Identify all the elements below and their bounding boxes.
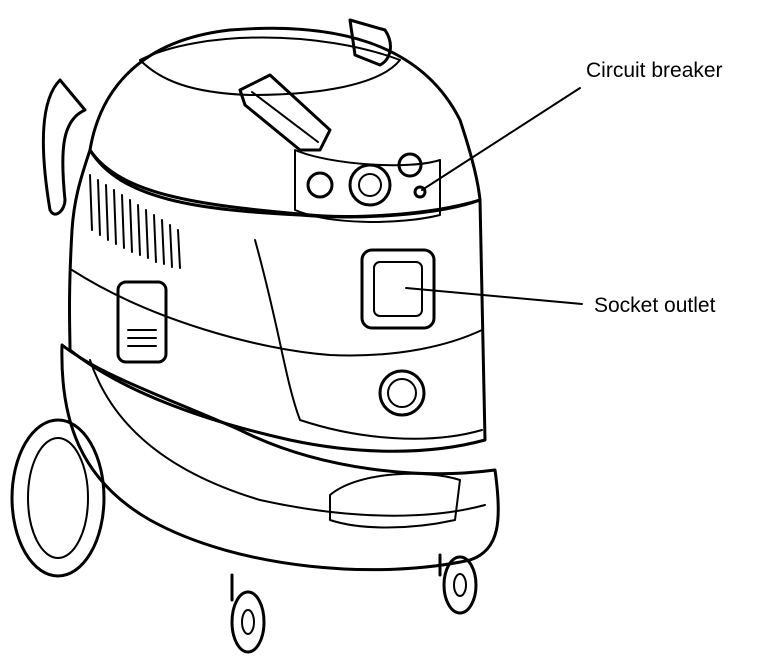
- vacuum-head: [88, 26, 482, 218]
- front-left-caster: [230, 573, 266, 654]
- circuit-breaker-leader: [421, 87, 581, 191]
- circuit-breaker-label: Circuit breaker: [586, 59, 723, 82]
- right-knob: [397, 152, 423, 178]
- center-knob: [348, 163, 392, 207]
- hose-inlet: [378, 369, 426, 417]
- center-knob-inner: [358, 173, 382, 197]
- socket-outlet-label: Socket outlet: [594, 294, 716, 317]
- base-inner-rim: [89, 359, 486, 517]
- left-hook: [41, 78, 87, 216]
- socket-outlet-leader: [405, 287, 583, 305]
- side-latch: [116, 280, 168, 364]
- socket-outlet-frame: [360, 248, 436, 330]
- vacuum-body: [68, 148, 487, 453]
- front-right-caster: [438, 553, 478, 615]
- left-knob: [306, 171, 334, 199]
- body-front-panel: [254, 239, 483, 440]
- rear-wheel: [10, 418, 106, 578]
- carry-handle: [238, 73, 332, 152]
- vacuum-base: [60, 343, 500, 572]
- vent-slots: [89, 174, 181, 269]
- circuit-breaker-button: [413, 185, 427, 199]
- handle-grip: [251, 91, 319, 143]
- body-waistline: [71, 269, 483, 357]
- head-top-grille: [139, 36, 401, 96]
- control-panel: [294, 149, 441, 223]
- front-pocket: [329, 472, 461, 529]
- hose-inlet-inner: [387, 378, 417, 408]
- right-hook: [348, 18, 392, 67]
